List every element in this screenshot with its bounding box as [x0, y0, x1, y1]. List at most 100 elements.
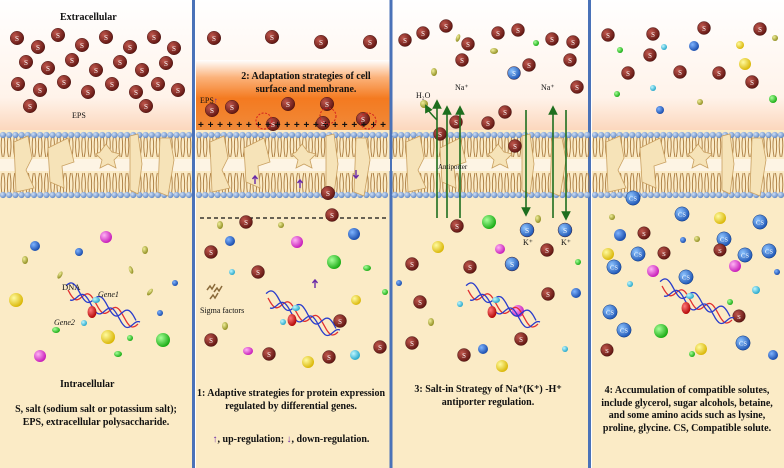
salt-ion-icon	[322, 350, 336, 364]
na-label-left: Na⁺	[455, 83, 469, 92]
salt-symbol: S	[209, 338, 213, 345]
lipid-tail	[186, 172, 192, 194]
lipid-head	[684, 191, 692, 199]
solute-molecule	[694, 236, 700, 242]
lipid-tail	[423, 136, 429, 158]
salt-symbol: S	[455, 224, 459, 231]
membrane-protein	[353, 137, 371, 197]
gene2-marker	[287, 314, 297, 326]
lipid-tail	[598, 172, 604, 194]
lipid-head	[410, 191, 417, 199]
gene1-marker	[292, 305, 300, 311]
lipid-tail	[660, 172, 666, 194]
solute-molecule	[654, 324, 668, 338]
lipid-head	[565, 191, 572, 199]
salt-ion-icon	[519, 222, 535, 238]
lipid-tail	[240, 172, 245, 194]
salt-symbol: S	[338, 319, 342, 326]
gene2-marker	[681, 302, 691, 314]
lipid-tail	[778, 172, 784, 194]
salt-symbol: S	[550, 37, 554, 44]
salt-ion-icon	[150, 76, 165, 91]
lipid-tail	[186, 136, 192, 158]
lipid-head	[55, 131, 62, 139]
salt-symbol: S	[118, 59, 122, 67]
lipid-tail	[685, 172, 691, 194]
compatible-solute-symbol: CS	[720, 237, 728, 244]
solute-molecule	[562, 346, 568, 352]
salt-ion-icon	[158, 56, 173, 71]
solute-molecule	[689, 41, 699, 51]
lipid-head	[363, 191, 370, 199]
lipid-tail	[44, 136, 49, 158]
salt-ion-icon	[398, 33, 412, 47]
salt-ion-icon	[138, 98, 153, 113]
gene1-marker	[92, 297, 100, 303]
salt-symbol: S	[86, 89, 90, 97]
salt-symbol: S	[70, 57, 74, 65]
salt-ion-icon	[514, 332, 528, 346]
salt-ion-icon	[570, 80, 584, 94]
lipid-tail	[398, 172, 404, 194]
solute-molecule	[428, 318, 434, 326]
lipid-head	[660, 191, 667, 199]
solute-molecule	[420, 100, 428, 108]
salt-symbol: S	[605, 348, 609, 355]
salt-ion-icon	[206, 31, 221, 46]
lipid-head	[709, 191, 716, 199]
lipid-head	[6, 191, 13, 199]
salt-symbol: S	[210, 107, 214, 115]
lipid-tail	[345, 136, 351, 158]
membrane-protein	[291, 143, 317, 169]
salt-symbol: S	[172, 45, 176, 53]
solute-molecule	[695, 343, 707, 355]
salt-ion-icon	[98, 30, 113, 45]
lipid-head	[577, 131, 585, 139]
salt-ion-icon	[491, 26, 505, 40]
lipid-head	[185, 131, 193, 139]
salt-ion-icon	[713, 243, 727, 257]
lipid-head	[319, 131, 327, 139]
salt-ion-icon	[239, 215, 253, 229]
lipid-head	[92, 131, 100, 139]
solute-molecule	[455, 34, 461, 42]
lipid-head	[678, 131, 685, 139]
lipid-head	[6, 131, 13, 139]
solute-molecule	[432, 241, 444, 253]
salt-symbol: S	[56, 32, 60, 40]
salt-ion-icon	[508, 139, 522, 153]
solute-molecule	[490, 48, 498, 54]
membrane-protein	[13, 135, 35, 193]
lipid-tail	[277, 172, 282, 194]
lipid-tail	[778, 136, 784, 158]
lipid-tail	[180, 172, 186, 194]
membrane-core	[592, 159, 784, 171]
lipid-head	[202, 131, 209, 139]
lipid-tail	[320, 136, 326, 158]
salt-ion-icon	[732, 309, 746, 323]
lipid-tail	[37, 172, 43, 194]
lipid-tail	[283, 136, 289, 158]
lipid-head	[282, 191, 289, 199]
salt-symbol: S	[104, 34, 108, 42]
lipid-head	[344, 191, 351, 199]
regulation-legend: ↑, up-regulation; ↓, down-regulation.	[196, 434, 386, 447]
salt-symbol: S	[519, 337, 523, 344]
compatible-solute-icon	[606, 259, 622, 275]
salt-ion-icon	[405, 336, 419, 350]
lipid-tail	[572, 172, 578, 194]
lipid-head	[398, 191, 405, 199]
lipid-head	[678, 191, 685, 199]
up-arrow-icon: ↑	[213, 96, 218, 105]
lipid-head	[30, 191, 38, 199]
salt-ion-icon	[316, 115, 331, 130]
eps-upregulated-label: EPS↑	[200, 96, 218, 105]
lipid-head	[453, 131, 461, 139]
salt-symbol: S	[421, 31, 425, 38]
lipid-head	[233, 131, 240, 139]
salt-symbol: S	[642, 231, 646, 238]
lipid-head	[154, 131, 162, 139]
solute-molecule	[172, 280, 178, 286]
lipid-head	[208, 131, 215, 139]
lipid-head	[99, 191, 106, 199]
